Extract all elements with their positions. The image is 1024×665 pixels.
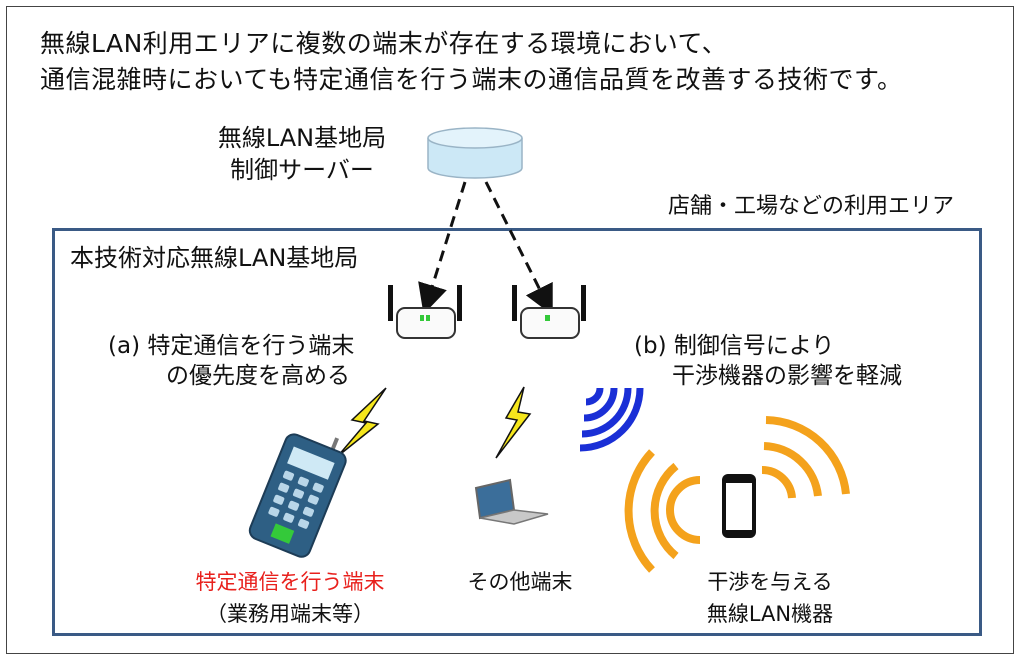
zone-title: 本技術対応無線LAN基地局 xyxy=(70,244,359,272)
access-point-1-icon xyxy=(388,285,462,339)
usage-area-box xyxy=(52,228,982,636)
priority-device-sublabel: （業務用端末等） xyxy=(206,602,374,626)
server-label-line-1: 無線LAN基地局 xyxy=(217,124,387,152)
control-link-left xyxy=(418,181,467,315)
headline-line-1: 無線LAN利用エリアに複数の端末が存在する環境において、 xyxy=(40,29,728,58)
feature-a-line-2: の優先度を高める xyxy=(166,363,350,389)
priority-device-label: 特定通信を行う端末 xyxy=(195,570,385,594)
control-link-right xyxy=(484,181,553,316)
area-label: 店舗・工場などの利用エリア xyxy=(668,194,955,219)
priority-device-icon xyxy=(248,433,347,558)
interferer-label-line-1: 干渉を与える xyxy=(707,570,833,594)
database-icon xyxy=(427,127,523,179)
feature-a-line-1: (a) 特定通信を行う端末 xyxy=(108,333,355,359)
feature-b-line-2: 干渉機器の影響を軽減 xyxy=(672,363,902,389)
headline-line-2: 通信混雑時においても特定通信を行う端末の通信品質を改善する技術です。 xyxy=(40,65,903,94)
laptop-icon xyxy=(474,478,549,525)
lightning-icon xyxy=(495,386,532,459)
feature-b-line-1: (b) 制御信号により xyxy=(634,333,835,359)
smartphone-icon xyxy=(722,474,756,538)
interferer-label-line-2: 無線LAN機器 xyxy=(706,602,834,626)
access-point-2-icon xyxy=(512,285,586,339)
server-label-line-2: 制御サーバー xyxy=(230,156,374,184)
diagram-frame xyxy=(6,6,1014,654)
control-signal-icon xyxy=(579,387,644,452)
lightning-icon xyxy=(337,387,387,457)
other-device-label: その他端末 xyxy=(467,570,573,594)
interference-signal-icon xyxy=(624,416,850,573)
